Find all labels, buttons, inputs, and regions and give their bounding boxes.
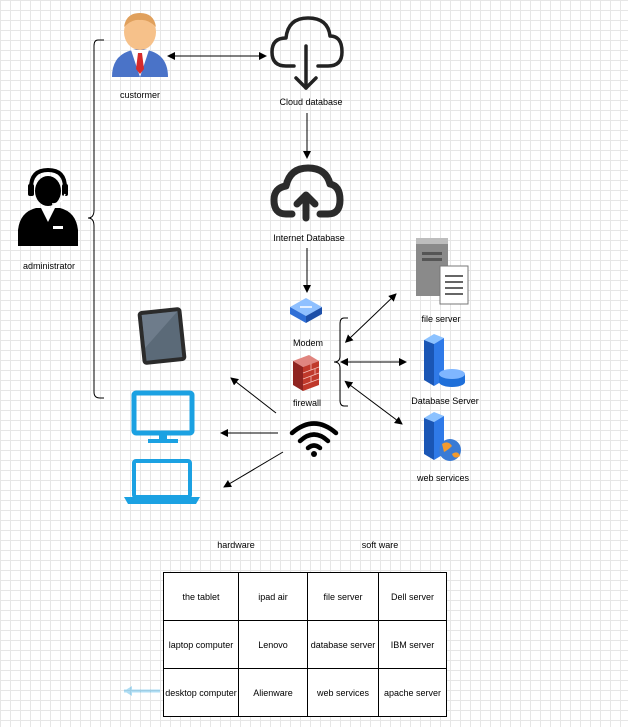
software-label: soft ware <box>361 540 399 550</box>
wifi-to-laptop-arrow <box>223 451 284 488</box>
web-services-label: web services <box>416 473 470 483</box>
database-server-icon <box>424 334 465 387</box>
server-brace <box>333 317 348 407</box>
brace-webservices-arrow <box>344 380 403 425</box>
modem-label: Modem <box>292 338 324 348</box>
firewall-label: firewall <box>292 398 322 408</box>
table-cell: ipad air <box>238 572 308 621</box>
faded-arrow <box>124 686 160 696</box>
support-agent-icon <box>18 167 78 246</box>
table-row: the tablet ipad air file server Dell ser… <box>163 572 447 621</box>
hardware-label: hardware <box>217 540 255 550</box>
database-server-label: Database Server <box>411 396 479 406</box>
modem-icon <box>290 298 322 323</box>
file-server-label: file server <box>421 314 461 324</box>
hardware-software-table: the tablet ipad air file server Dell ser… <box>163 572 447 717</box>
table-cell: IBM server <box>378 620 447 669</box>
web-services-icon <box>424 412 461 461</box>
table-row: laptop computer Lenovo database server I… <box>163 620 447 669</box>
brace-fileserver-arrow <box>344 293 397 343</box>
businessman-icon <box>112 13 168 77</box>
administrator-label: administrator <box>22 261 76 271</box>
cloud-database-label: Cloud database <box>279 97 343 107</box>
table-cell: laptop computer <box>163 620 239 669</box>
laptop-icon <box>124 459 200 504</box>
table-cell: Dell server <box>378 572 447 621</box>
table-cell: Alienware <box>238 668 308 717</box>
cloud-upload-icon <box>270 164 344 222</box>
table-cell: file server <box>307 572 379 621</box>
monitor-icon <box>131 390 195 443</box>
file-server-icon <box>416 238 469 305</box>
admin-brace <box>87 39 104 399</box>
table-row: desktop computer Alienware web services … <box>163 668 447 717</box>
firewall-icon <box>293 355 320 391</box>
table-cell: apache server <box>378 668 447 717</box>
table-cell: the tablet <box>163 572 239 621</box>
customer-label: custormer <box>119 90 161 100</box>
cloud-download-icon <box>270 16 344 90</box>
wifi-icon <box>289 421 339 457</box>
table-cell: Lenovo <box>238 620 308 669</box>
table-cell: web services <box>307 668 379 717</box>
internet-database-label: Internet Database <box>273 233 345 243</box>
table-cell: desktop computer <box>163 668 239 717</box>
table-cell: database server <box>307 620 379 669</box>
wifi-to-tablet-arrow <box>230 377 277 414</box>
tablet-icon <box>137 307 187 365</box>
